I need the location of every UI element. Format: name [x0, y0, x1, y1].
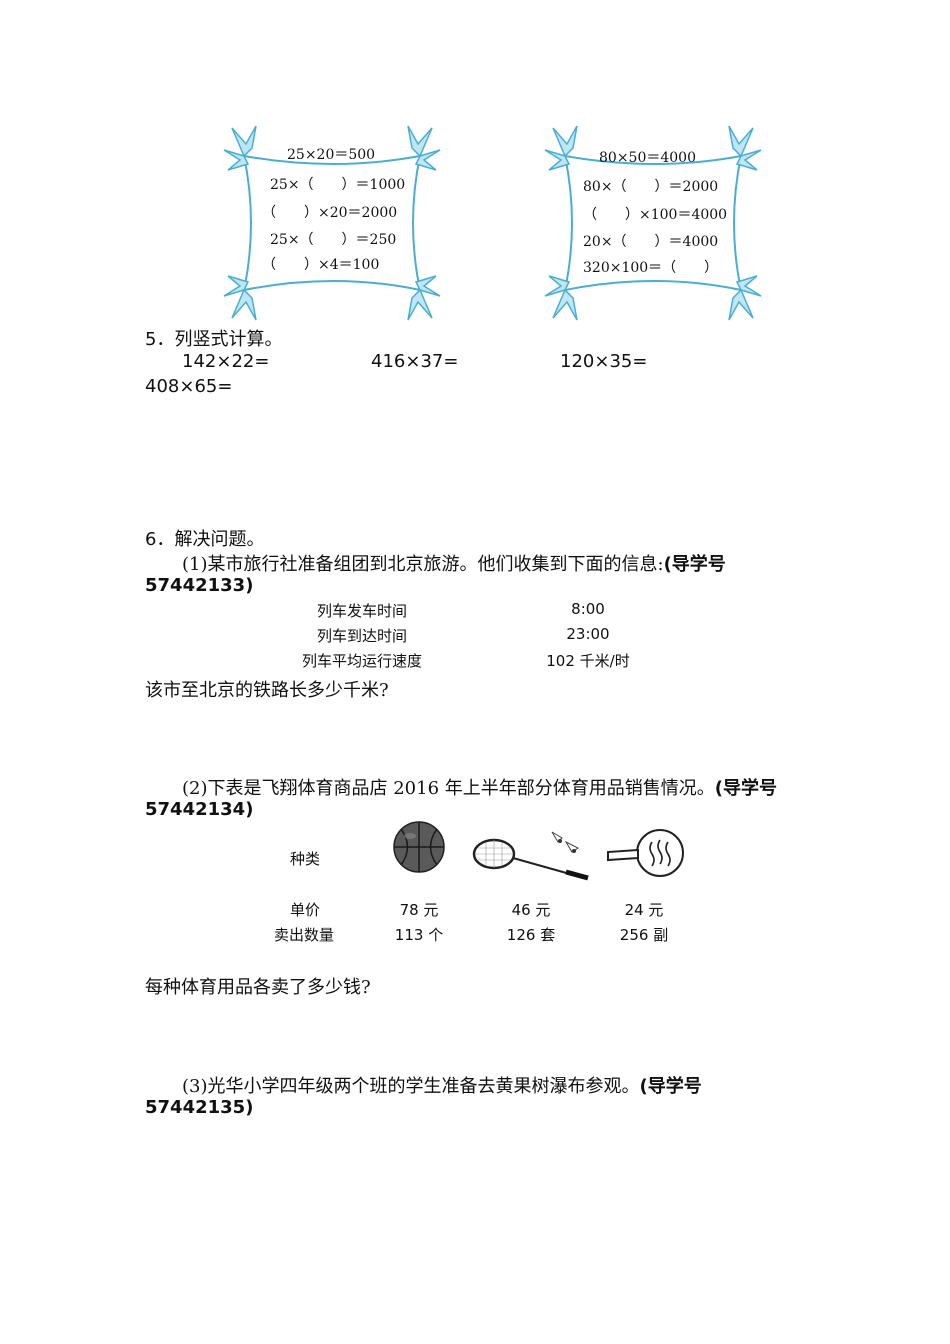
frame-left-line-4: 25×（ ）＝250 [270, 232, 397, 248]
badminton-icon [472, 831, 589, 881]
frame-border-left [223, 125, 441, 321]
exercise-frame-right: 80×50＝4000 80×（ ）＝2000 （ ）×100＝4000 20×（… [541, 120, 771, 330]
q6-p2-question: 每种体育用品各卖了多少钱? [145, 977, 371, 998]
q6-p2-price-badminton: 46 元 [511, 901, 551, 919]
q6-p1-text: (1)某市旅行社准备组团到北京旅游。他们收集到下面的信息: [182, 554, 664, 575]
q6-p1-row1-value: 8:00 [571, 600, 605, 618]
q6-p2-qty-badminton: 126 套 [506, 926, 556, 944]
frame-left-line-2: 25×（ ）＝1000 [270, 177, 406, 193]
q6-p1-row1-label: 列车发车时间 [316, 602, 407, 620]
q6-p1-row2-value: 23:00 [566, 625, 610, 643]
frame-left-line-3: （ ）×20＝2000 [262, 205, 398, 221]
q6-p1-question: 该市至北京的铁路长多少千米? [145, 680, 389, 701]
q6-p2-row-kind-label: 种类 [290, 850, 321, 868]
pingpong-paddle-icon [607, 829, 684, 877]
q6-p2-row-qty-label: 卖出数量 [274, 926, 335, 944]
q6-p3-text-line: (3)光华小学四年级两个班的学生准备去黄果树瀑布参观。(导学号 [182, 1072, 702, 1098]
q6-p3-ref-label: (导学号 [639, 1076, 702, 1097]
q5-item-3: 120×35= [560, 351, 648, 372]
frame-right-line-4: 20×（ ）＝4000 [583, 234, 719, 250]
q5-item-2: 416×37= [371, 351, 459, 372]
q6-p2-price-basketball: 78 元 [399, 901, 439, 919]
q6-p1-row3-value: 102 千米/时 [546, 652, 630, 670]
q6-p2-ref-num: 57442134) [145, 799, 254, 820]
q6-p1-ref-label: (导学号 [663, 554, 726, 575]
q6-heading: 6．解决问题。 [145, 529, 265, 550]
frame-left-line-1: 25×20＝500 [287, 147, 376, 163]
q6-p2-price-pingpong: 24 元 [624, 901, 664, 919]
frame-left-line-5: （ ）×4＝100 [262, 257, 380, 273]
basketball-icon [393, 821, 445, 873]
frame-right-line-2: 80×（ ）＝2000 [583, 179, 719, 195]
q6-p2-text: (2)下表是飞翔体育商品店 2016 年上半年部分体育用品销售情况。 [182, 778, 715, 799]
q6-p2-qty-basketball: 113 个 [394, 926, 444, 944]
q6-p3-ref-num: 57442135) [145, 1097, 254, 1118]
frame-border-right [544, 125, 762, 321]
q6-p3-text: (3)光华小学四年级两个班的学生准备去黄果树瀑布参观。 [182, 1076, 640, 1097]
q6-p1-row2-label: 列车到达时间 [316, 627, 407, 645]
frame-right-line-3: （ ）×100＝4000 [583, 207, 728, 223]
frame-right-line-1: 80×50＝4000 [599, 150, 696, 166]
q6-p2-row-price-label: 单价 [290, 901, 321, 919]
q6-p2-ref-label: (导学号 [714, 778, 777, 799]
q6-p2-text-line: (2)下表是飞翔体育商品店 2016 年上半年部分体育用品销售情况。(导学号 [182, 774, 777, 800]
frame-right-line-5: 320×100＝（ ） [583, 260, 719, 276]
q6-p1-text-line: (1)某市旅行社准备组团到北京旅游。他们收集到下面的信息:(导学号 [182, 550, 726, 576]
q5-item-1: 142×22= [182, 351, 270, 372]
q5-item-4: 408×65= [145, 376, 233, 397]
q6-p1-ref-num: 57442133) [145, 575, 254, 596]
q5-heading: 5．列竖式计算。 [145, 329, 283, 350]
q6-p1-row3-label: 列车平均运行速度 [301, 652, 422, 670]
q6-p2-qty-pingpong: 256 副 [619, 926, 669, 944]
exercise-frame-left: 25×20＝500 25×（ ）＝1000 （ ）×20＝2000 25×（ ）… [220, 120, 450, 330]
